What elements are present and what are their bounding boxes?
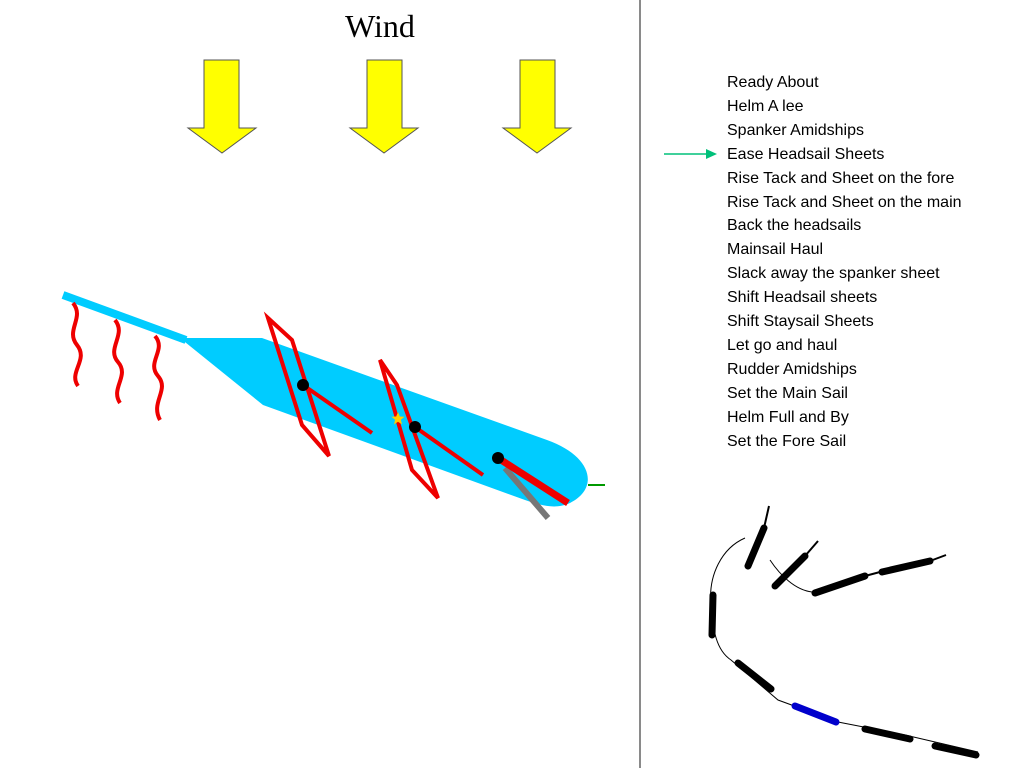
wind-label: Wind [345, 8, 415, 44]
mainmast-boom [413, 425, 485, 477]
command-item: Slack away the spanker sheet [727, 265, 940, 283]
track-path-turn [769, 559, 813, 593]
command-item-current: Ease Headsail Sheets [727, 145, 885, 163]
command-item: Let go and haul [727, 336, 838, 354]
foremast-boom [301, 383, 374, 435]
track-ship-3 [811, 572, 869, 597]
command-list: Ready About Helm A lee Spanker Amidships… [727, 71, 962, 454]
mizzen-mast [492, 452, 504, 464]
track-ship-3-bowsprit [864, 571, 881, 577]
track-ship-4 [878, 557, 934, 576]
foremast-mast [297, 379, 309, 391]
tack-track [708, 505, 980, 759]
wind-arrow-middle [348, 59, 420, 154]
wind-arrows [186, 59, 573, 154]
track-ship-1-bowsprit [763, 505, 770, 529]
command-item: Helm Full and By [727, 408, 849, 426]
command-item: Shift Staysail Sheets [727, 313, 874, 331]
command-item: Spanker Amidships [727, 121, 864, 139]
track-ship-6 [734, 659, 775, 693]
wind-arrow-left [186, 59, 258, 154]
luffing-headsail-1 [71, 301, 83, 388]
command-item: Set the Fore Sail [727, 432, 847, 450]
pivot-star-icon [391, 412, 405, 425]
luffing-headsail-3 [152, 334, 164, 421]
command-item: Ready About [727, 74, 819, 91]
panel-divider [639, 0, 641, 768]
command-item: Rudder Amidships [727, 360, 857, 378]
track-ship-4-bowsprit [929, 554, 947, 562]
mainmast-mast [409, 421, 421, 433]
ship [61, 291, 605, 520]
luffing-headsail-2 [112, 318, 124, 405]
track-ship-7 [861, 725, 914, 743]
command-item: Back the headsails [727, 217, 862, 235]
track-ship-current [791, 702, 840, 726]
track-ship-5 [708, 591, 717, 639]
track-ship-8 [931, 742, 980, 759]
track-path [710, 537, 979, 753]
command-item: Helm A lee [727, 97, 804, 115]
mainmast-square-sail [378, 358, 440, 500]
track-ship-2 [771, 552, 809, 590]
command-item: Mainsail Haul [727, 241, 824, 259]
command-item: Set the Main Sail [727, 384, 848, 402]
hull [180, 338, 588, 507]
track-ship-1 [744, 524, 768, 570]
wind-arrow-right [501, 59, 573, 154]
command-item: Rise Tack and Sheet on the fore [727, 169, 955, 187]
current-command-arrow-icon [664, 149, 717, 159]
track-ship-2-bowsprit [804, 540, 819, 557]
spanker-boom [496, 455, 570, 506]
bowsprit [61, 291, 188, 344]
command-item: Rise Tack and Sheet on the main [727, 193, 962, 211]
command-item: Shift Headsail sheets [727, 289, 878, 307]
rudder [502, 466, 551, 520]
foremast-square-sail [263, 311, 331, 458]
